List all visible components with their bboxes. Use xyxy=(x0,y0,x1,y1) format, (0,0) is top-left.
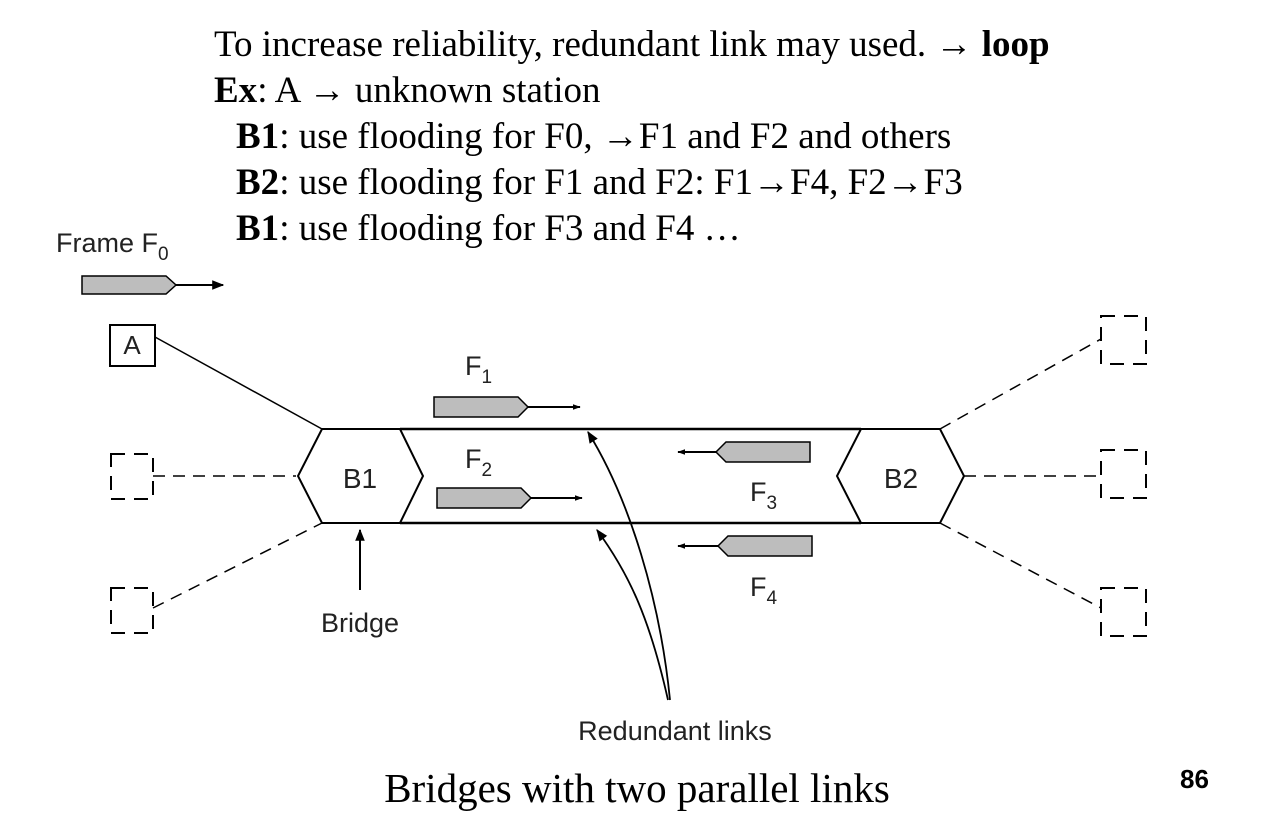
dashed-station-right-mid xyxy=(964,449,1147,499)
bridge-b2: B2 xyxy=(835,428,966,524)
dashed-station-left-bottom xyxy=(110,522,323,634)
frame-f3-label: F3 xyxy=(750,477,777,514)
frame-f1-icon xyxy=(433,396,581,418)
text-line-4: B2: use flooding for F1 and F2: F1→F4, F… xyxy=(236,162,963,203)
frame-f2-label: F2 xyxy=(465,444,492,481)
redundant-links-label: Redundant links xyxy=(578,716,772,746)
svg-text:B2: B2 xyxy=(884,463,918,494)
bridge-b1: B1 xyxy=(296,428,425,524)
svg-text:A: A xyxy=(123,330,141,360)
bridge-label: Bridge xyxy=(321,608,399,638)
svg-text:B1: B1 xyxy=(343,463,377,494)
slide-text: To increase reliability, redundant link … xyxy=(214,22,1050,252)
text-line-3: B1: use flooding for F0, →F1 and F2 and … xyxy=(236,116,952,157)
dashed-station-right-top xyxy=(939,315,1147,430)
text-line-5: B1: use flooding for F3 and F4 … xyxy=(236,208,741,249)
page-number: 86 xyxy=(1180,764,1209,794)
frame-f0-icon xyxy=(81,275,225,295)
frame-f2-icon xyxy=(436,487,583,509)
slide-caption: Bridges with two parallel links xyxy=(384,765,890,811)
redundant-pointer-bottom xyxy=(596,529,669,701)
text-line-1: To increase reliability, redundant link … xyxy=(214,24,1050,65)
frame-f4-icon xyxy=(677,535,813,557)
redundant-pointer-top xyxy=(587,430,671,701)
text-line-2: Ex: A → unknown station xyxy=(214,70,601,111)
arrow-glyph: → xyxy=(935,24,973,65)
frame-f1-label: F1 xyxy=(465,351,492,388)
frame-f3-icon xyxy=(677,441,811,463)
dashed-station-right-bottom xyxy=(939,522,1147,637)
frame-f4-label: F4 xyxy=(750,572,778,609)
dashed-station-left-mid xyxy=(110,453,296,500)
link-a-b1 xyxy=(154,336,323,430)
station-a: A xyxy=(109,324,156,367)
frame-f0-label: Frame F0 xyxy=(56,228,169,265)
